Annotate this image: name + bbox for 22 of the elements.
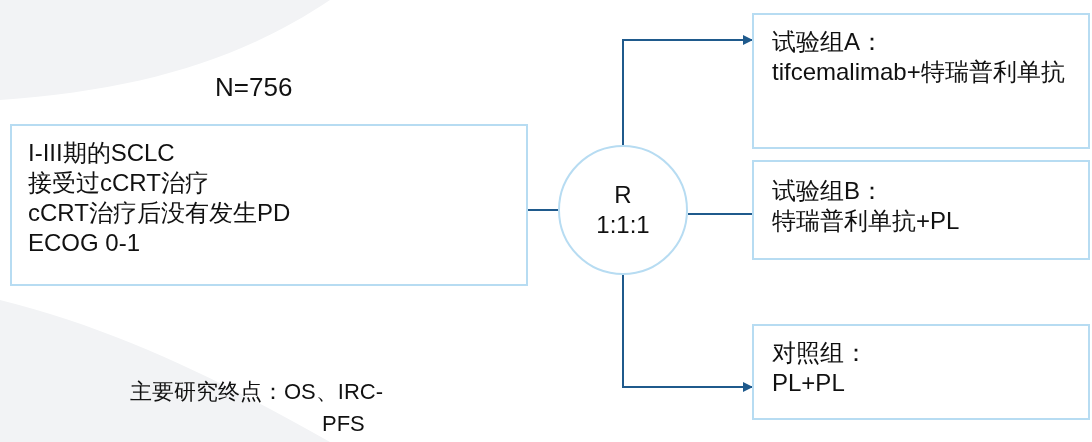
node-text: 对照组：	[772, 338, 869, 368]
node-text: I-III期的SCLC	[28, 138, 176, 168]
connector-line	[527, 209, 559, 211]
criteria-box	[10, 124, 528, 286]
node-text: cCRT治疗后没有发生PD	[28, 198, 292, 228]
node-text: 接受过cCRT治疗	[28, 168, 210, 198]
arm-box	[752, 160, 1090, 260]
node-text: 特瑞普利单抗+PL	[772, 206, 961, 236]
arrow	[622, 35, 753, 146]
node-text: ECOG 0-1	[28, 228, 142, 258]
arrow	[622, 274, 753, 392]
node-text: 试验组A：	[772, 27, 885, 57]
node-text: tifcemalimab+特瑞普利单抗	[772, 57, 1066, 87]
endpoint-note: 主要研究终点：OS、IRC-PFS	[130, 378, 384, 438]
connector-line	[687, 213, 753, 215]
arm-box	[752, 13, 1090, 149]
ratio-text: R	[614, 180, 632, 210]
node-text: PL+PL	[772, 368, 846, 398]
sample-size-label: N=756	[215, 72, 293, 103]
ratio-text: 1:1:1	[596, 210, 650, 240]
node-text: 试验组B：	[772, 176, 885, 206]
arm-box	[752, 324, 1090, 420]
